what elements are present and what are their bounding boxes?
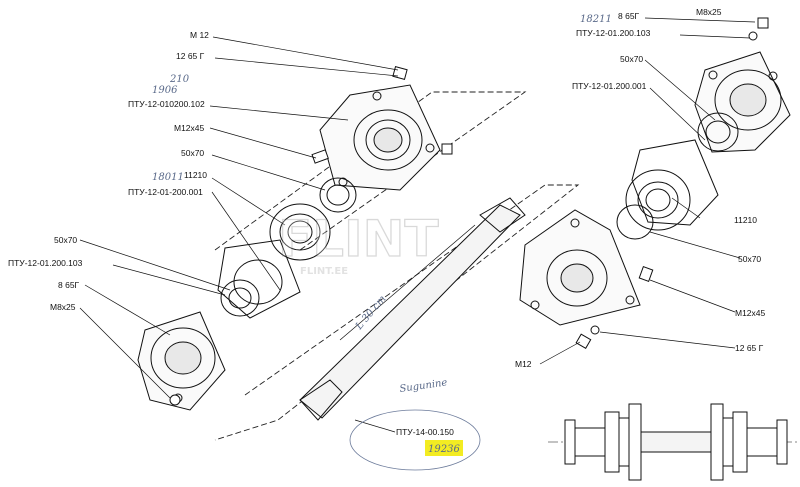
label-left-m12x45: M12x45 <box>174 123 205 133</box>
inset-assembly-view <box>548 403 800 481</box>
left-bottom-flange <box>137 311 226 411</box>
right-seal-and-bearing <box>616 112 739 240</box>
left-seal-and-bearing <box>217 177 357 319</box>
label-left-50x70-b: 50x70 <box>54 235 77 245</box>
right-triangle-housing <box>519 209 641 326</box>
drive-shaft <box>299 197 526 421</box>
watermark-brand: FLINT <box>278 210 439 268</box>
label-left-m8x25: M8x25 <box>50 302 76 312</box>
label-right-865g: 8 65Г <box>618 11 640 21</box>
leader-lines <box>79 17 756 433</box>
label-right-pty-bearing: ПТУ-12-01.200.001 <box>572 81 647 91</box>
label-left-50x70: 50x70 <box>181 148 204 158</box>
handwritten-left-bearing-note: 18011 <box>152 172 184 183</box>
label-right-m8x25: M8x25 <box>696 7 722 17</box>
handwritten-left-top-small: 210 <box>169 74 190 85</box>
label-left-pty-cover: ПТУ-12-01.200.103 <box>8 258 83 268</box>
label-right-50x70-b: 50x70 <box>738 254 761 264</box>
label-right-m12: M12 <box>515 359 532 369</box>
label-left-m12: M 12 <box>190 30 209 40</box>
pencil-circle <box>349 409 481 471</box>
label-right-1265g: 12 65 Г <box>735 343 764 353</box>
label-right-11210: 11210 <box>734 215 757 225</box>
right-top-flange <box>694 51 791 153</box>
label-left-pty-flange: ПТУ-12-010200.102 <box>128 99 205 109</box>
left-top-flange <box>319 84 441 191</box>
handwritten-highlight-number: 19236 <box>428 444 460 455</box>
label-left-11210: 11210 <box>184 170 207 180</box>
label-shaft-pty: ПТУ-14-00.150 <box>396 427 454 437</box>
label-left-865g: 8 65Г <box>58 280 80 290</box>
label-right-50x70: 50x70 <box>620 54 643 64</box>
label-left-1265g: 12 65 Г <box>176 51 205 61</box>
highlight-mark <box>425 440 463 456</box>
handwritten-right-top-number: 18211 <box>580 14 612 25</box>
label-right-pty-cover: ПТУ-12-01.200.103 <box>576 28 651 38</box>
flint-watermark: FLINT FLINT.EE <box>277 209 439 277</box>
handwritten-left-top-number: 1906 <box>152 85 178 96</box>
watermark-site: FLINT.EE <box>300 266 348 277</box>
label-left-pty-bearing: ПТУ-12-01-200.001 <box>128 187 203 197</box>
label-right-m12x45: M12x45 <box>735 308 766 318</box>
